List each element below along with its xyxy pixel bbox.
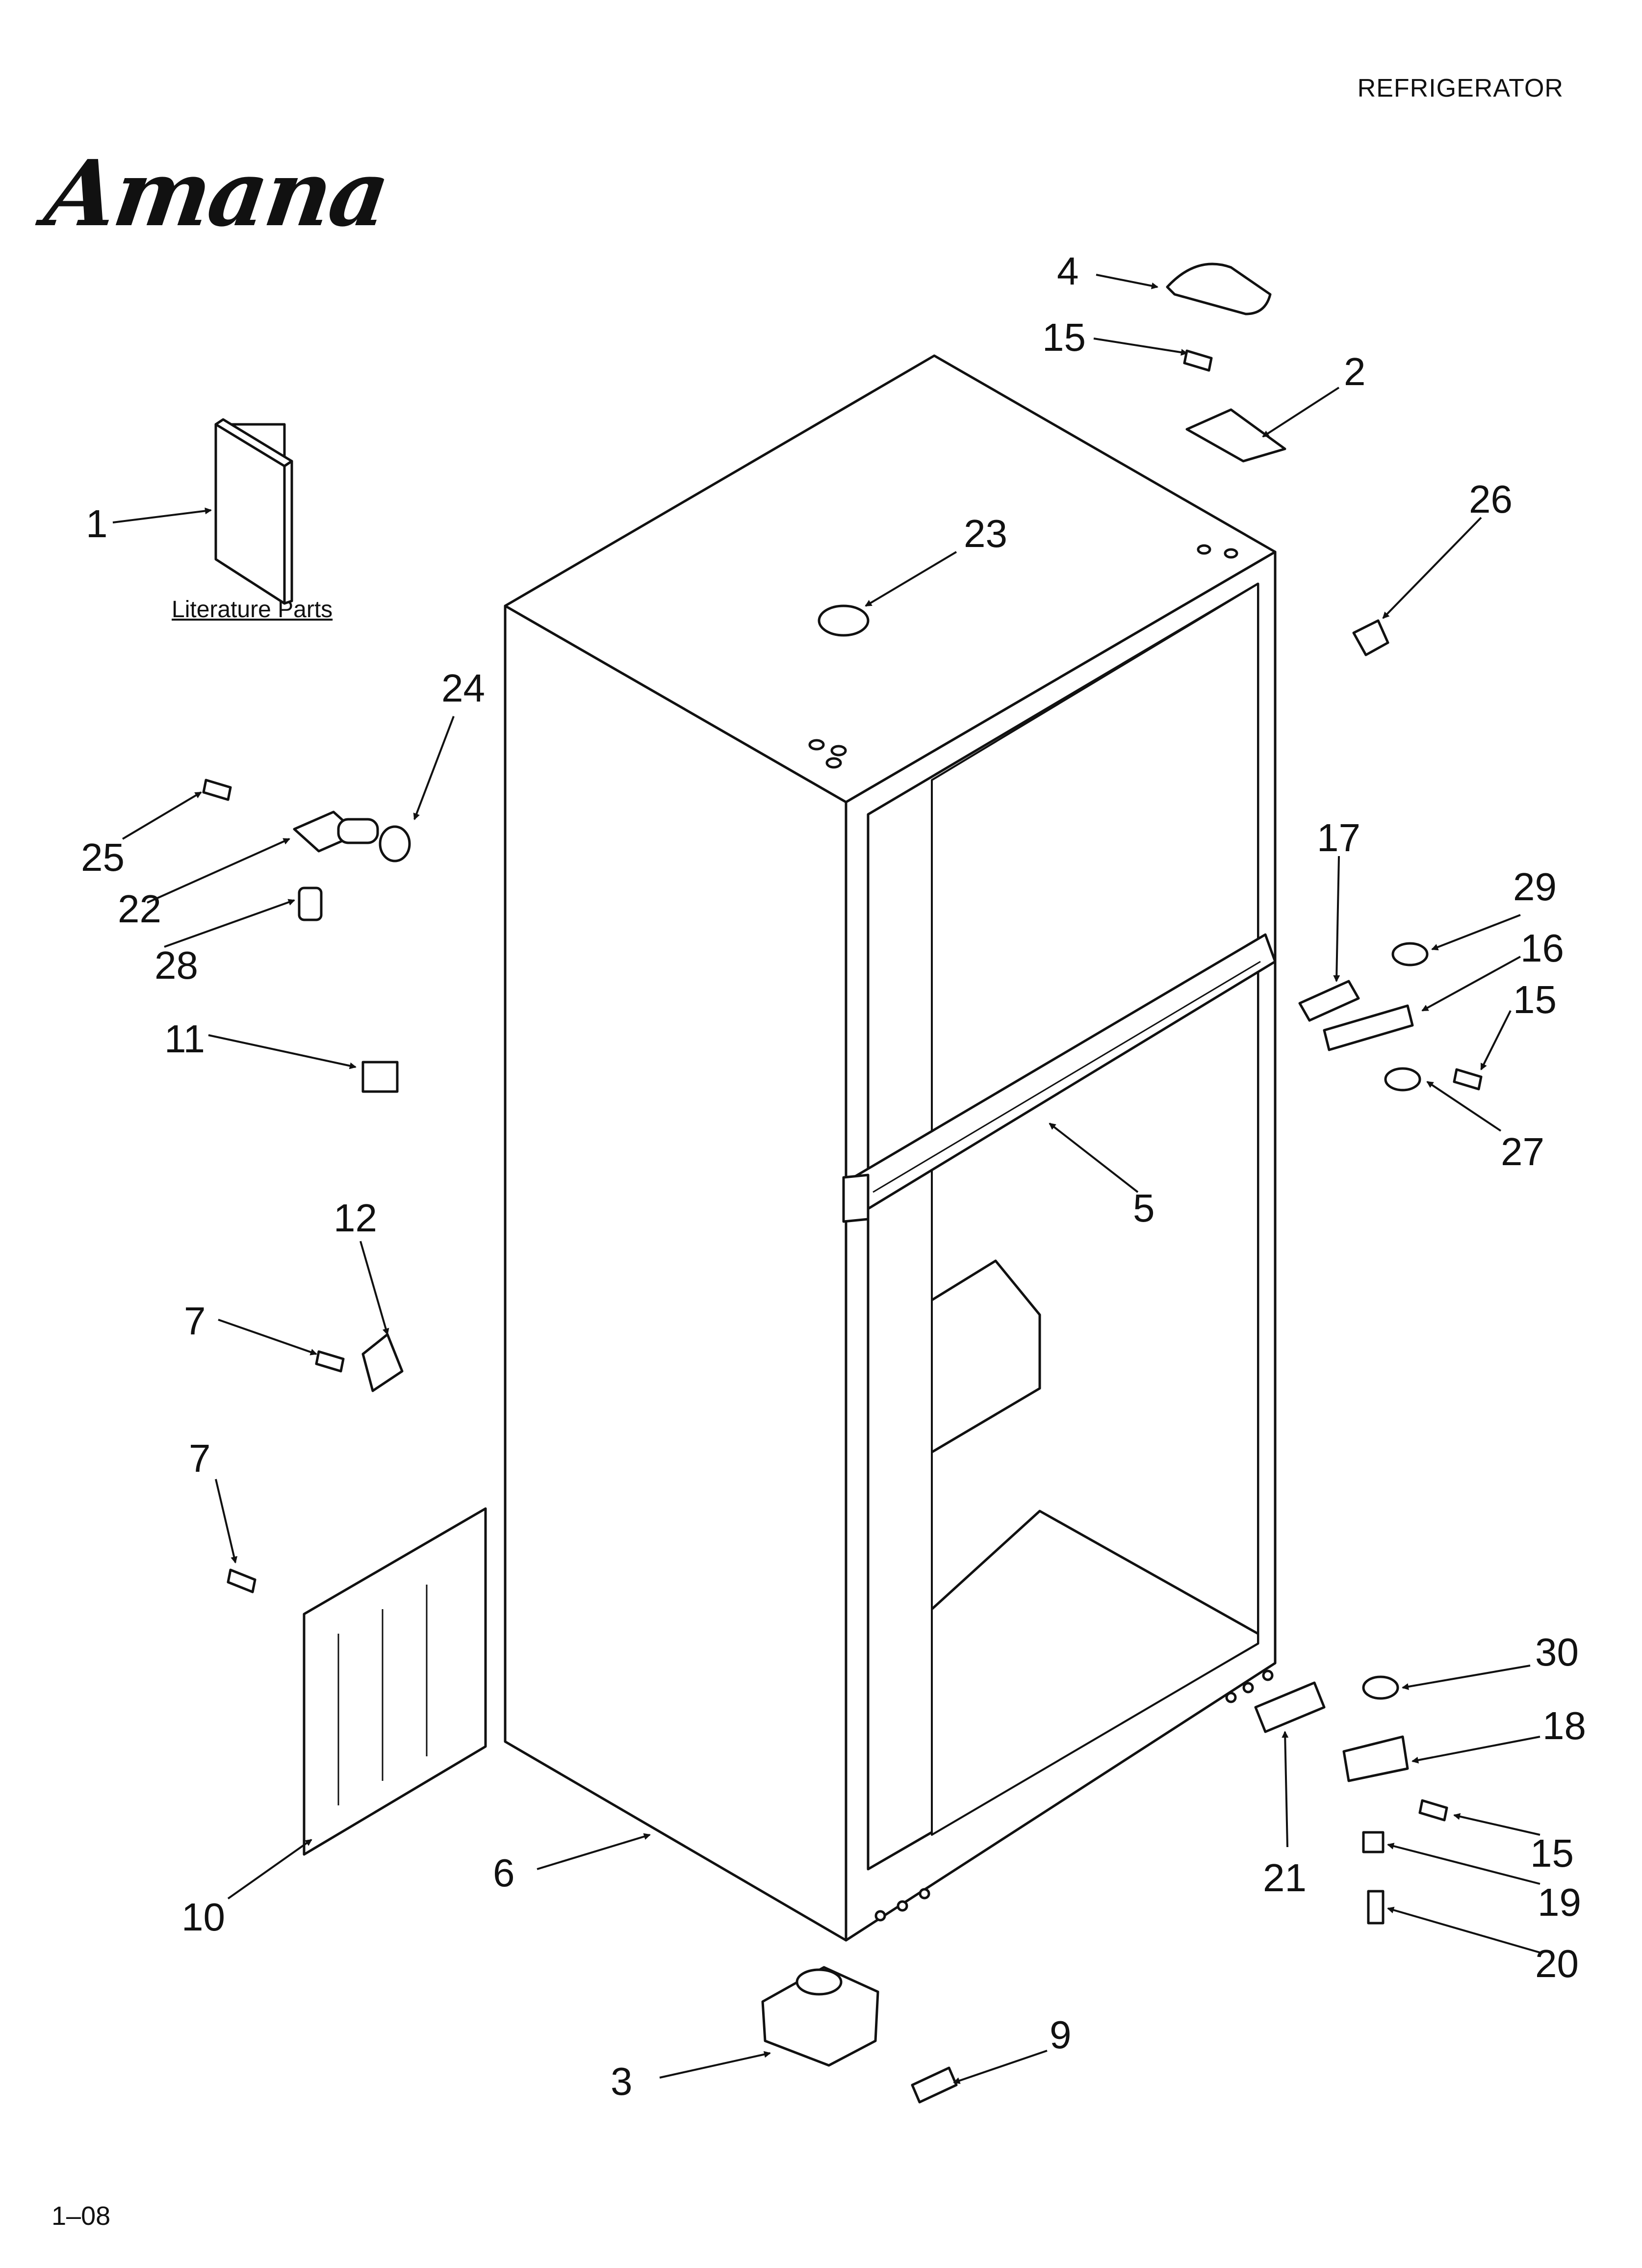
callout-15-bottom: 15 [1530, 1831, 1574, 1875]
bracket-part-12 [361, 1333, 404, 1392]
callout-15-top: 15 [1042, 315, 1086, 359]
callout-29: 29 [1513, 865, 1557, 909]
callout-19: 19 [1538, 1880, 1581, 1924]
callout-27: 27 [1501, 1130, 1544, 1173]
callout-15-middle: 15 [1513, 978, 1557, 1021]
bottom-hinge-part [1183, 349, 1448, 1925]
cabinet-part [504, 354, 1277, 1942]
callout-10: 10 [181, 1895, 225, 1939]
screw-part-7b [227, 1568, 257, 1593]
literature-booklet-part [214, 418, 293, 605]
callout-23: 23 [964, 512, 1007, 555]
clip-part-11 [361, 1061, 399, 1093]
middle-hinge-part [1298, 942, 1483, 1092]
pivot-assembly-part [202, 779, 411, 921]
callout-4: 4 [1057, 249, 1079, 293]
callout-30: 30 [1535, 1630, 1579, 1674]
callout-1: 1 [86, 502, 108, 546]
callout-5: 5 [1133, 1186, 1155, 1230]
callout-17: 17 [1317, 816, 1360, 860]
callout-20: 20 [1535, 1942, 1579, 1985]
callout-3: 3 [611, 2059, 633, 2103]
grille-part [303, 1507, 487, 1856]
callout-7-lower: 7 [189, 1436, 211, 1480]
callout-28: 28 [154, 943, 198, 987]
callout-21: 21 [1263, 1856, 1307, 1900]
callout-12: 12 [334, 1196, 377, 1240]
callout-9: 9 [1050, 2013, 1072, 2057]
callout-11: 11 [164, 1017, 205, 1061]
hinge-cover-part [1352, 619, 1389, 656]
top-cap-part [1166, 262, 1272, 315]
callout-6: 6 [493, 1851, 515, 1895]
callout-2: 2 [1344, 350, 1366, 393]
page-code: 1–08 [51, 2201, 111, 2231]
top-hinge-part [1185, 408, 1286, 463]
callout-26: 26 [1469, 477, 1513, 521]
callout-7-upper: 7 [184, 1299, 206, 1343]
screw-part-7a [315, 1350, 345, 1373]
diagram-title: REFRIGERATOR [1357, 74, 1564, 103]
callout-25: 25 [81, 835, 125, 879]
callout-16: 16 [1520, 926, 1564, 970]
leveling-base-part [761, 1966, 958, 2104]
callout-24: 24 [441, 666, 485, 710]
plug-part [818, 604, 870, 637]
callout-22: 22 [118, 887, 161, 931]
center-rail-part [842, 933, 1277, 1223]
literature-parts-label: Literature Parts [172, 597, 333, 623]
callout-18: 18 [1542, 1704, 1586, 1747]
